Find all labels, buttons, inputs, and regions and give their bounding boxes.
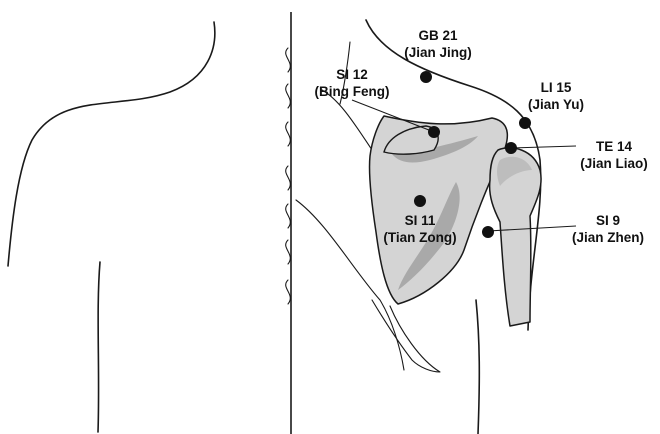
point-si12[interactable]	[428, 126, 440, 138]
label-si12: SI 12 (Bing Feng)	[306, 66, 398, 100]
point-li15[interactable]	[519, 117, 531, 129]
label-si12-code: SI 12	[306, 66, 398, 83]
label-gb21: GB 21 (Jian Jing)	[392, 27, 484, 61]
label-te14-name: (Jian Liao)	[568, 155, 660, 172]
label-te14: TE 14 (Jian Liao)	[568, 138, 660, 172]
label-si11-code: SI 11	[372, 212, 468, 229]
point-si9[interactable]	[482, 226, 494, 238]
leader-te14	[511, 146, 576, 148]
label-te14-code: TE 14	[568, 138, 660, 155]
point-gb21[interactable]	[420, 71, 432, 83]
label-si9-code: SI 9	[560, 212, 656, 229]
right-torso-outline	[476, 300, 479, 434]
vertebrae-marks	[286, 48, 291, 304]
label-si9-name: (Jian Zhen)	[560, 229, 656, 246]
label-si9: SI 9 (Jian Zhen)	[560, 212, 656, 246]
label-si12-name: (Bing Feng)	[306, 83, 398, 100]
left-body-outline	[8, 22, 215, 266]
teres-line	[372, 300, 440, 372]
label-li15: LI 15 (Jian Yu)	[516, 79, 596, 113]
label-si11-name: (Tian Zong)	[372, 229, 468, 246]
label-gb21-name: (Jian Jing)	[392, 44, 484, 61]
point-te14[interactable]	[505, 142, 517, 154]
label-gb21-code: GB 21	[392, 27, 484, 44]
left-arm-line	[98, 262, 100, 432]
point-si11[interactable]	[414, 195, 426, 207]
label-li15-name: (Jian Yu)	[516, 96, 596, 113]
label-li15-code: LI 15	[516, 79, 596, 96]
label-si11: SI 11 (Tian Zong)	[372, 212, 468, 246]
